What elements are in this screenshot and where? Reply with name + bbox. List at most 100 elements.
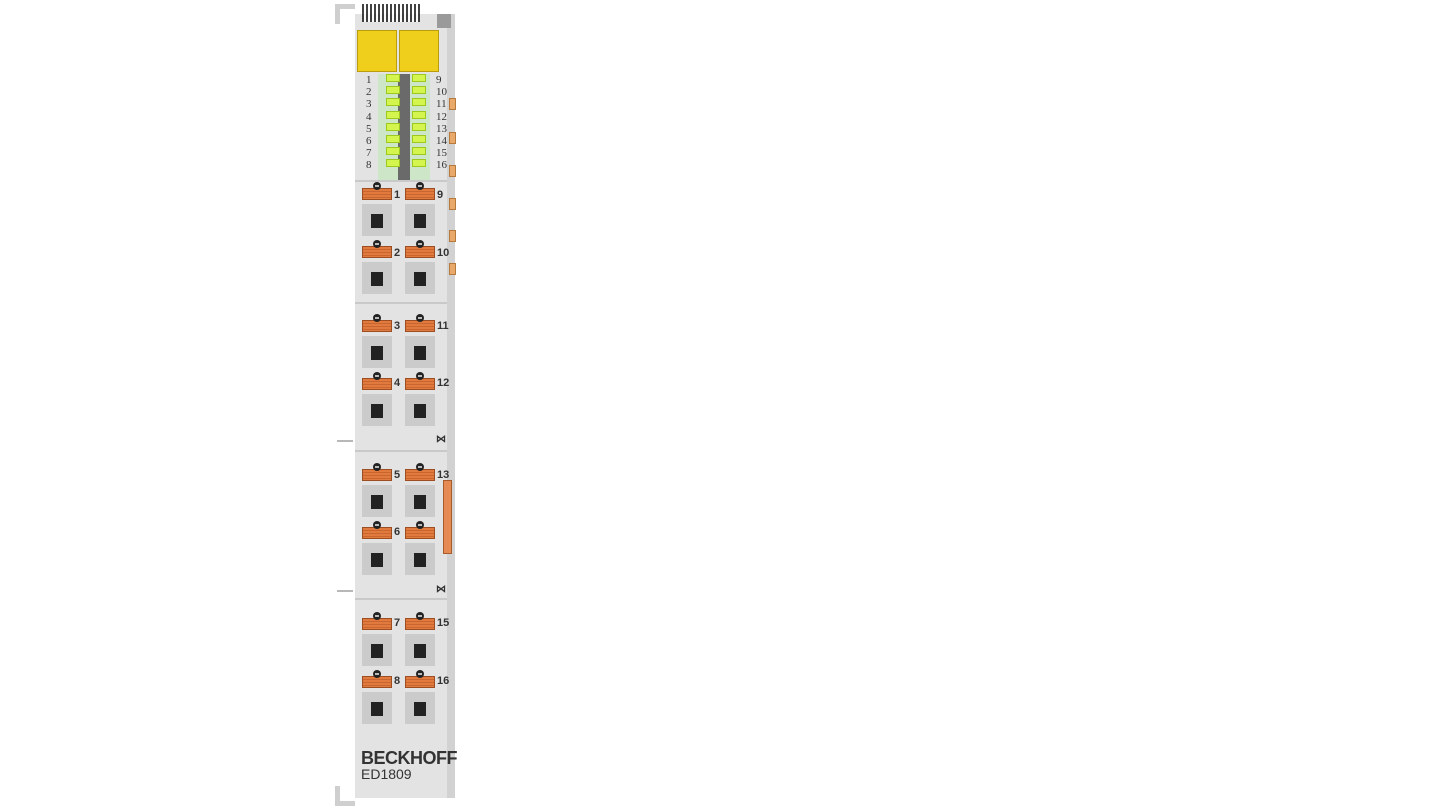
wire-socket[interactable]: [405, 543, 435, 575]
socket-hole: [414, 272, 426, 286]
led-2: [386, 86, 400, 95]
socket-hole: [371, 702, 383, 716]
spring-terminal-4[interactable]: [362, 372, 394, 428]
lever-hole-icon: [373, 670, 381, 678]
spring-terminal-14[interactable]: [405, 521, 437, 577]
wire-socket[interactable]: [362, 634, 392, 666]
power-contact: [449, 165, 456, 177]
led-label: 8: [366, 159, 372, 172]
wire-socket[interactable]: [362, 485, 392, 517]
spring-terminal-6[interactable]: [362, 521, 394, 577]
led-labels-right: 9 10 11 12 13 14 15 16: [436, 74, 447, 172]
pin-label: 2: [394, 247, 401, 259]
spring-terminal-5[interactable]: [362, 463, 394, 519]
socket-hole: [414, 404, 426, 418]
led-label: 12: [436, 110, 447, 123]
led-4: [386, 110, 400, 119]
lever-hole-icon: [373, 372, 381, 380]
socket-hole: [414, 495, 426, 509]
lever-hole-icon: [373, 521, 381, 529]
lever-hole-icon: [416, 314, 424, 322]
lever-hole-icon: [373, 463, 381, 471]
socket-hole: [371, 214, 383, 228]
led-8: [386, 159, 400, 168]
wire-socket[interactable]: [405, 634, 435, 666]
pin-label: 11: [437, 320, 449, 332]
spring-terminal-1[interactable]: [362, 182, 394, 238]
lever-hole-icon: [416, 240, 424, 248]
socket-hole: [414, 214, 426, 228]
led-10: [412, 86, 426, 95]
wire-socket[interactable]: [362, 692, 392, 724]
spring-terminal-7[interactable]: [362, 612, 394, 668]
led-9: [412, 74, 426, 82]
segment-divider: [355, 180, 447, 182]
spring-terminal-2[interactable]: [362, 240, 394, 296]
spring-terminal-12[interactable]: [405, 372, 437, 428]
wire-socket[interactable]: [405, 485, 435, 517]
brand-logo: BECKHOFF: [361, 748, 458, 768]
pin-label: 16: [437, 675, 450, 687]
housing-side: [447, 14, 455, 798]
pin-label: 9: [437, 189, 444, 201]
datamatrix-code: [362, 4, 420, 22]
spring-terminal-16[interactable]: [405, 670, 437, 726]
socket-hole: [371, 404, 383, 418]
power-contact: [449, 98, 456, 110]
socket-hole: [414, 346, 426, 360]
wire-socket[interactable]: [405, 336, 435, 368]
lever-hole-icon: [373, 314, 381, 322]
wire-socket[interactable]: [362, 394, 392, 426]
socket-hole: [414, 553, 426, 567]
wire-socket[interactable]: [362, 336, 392, 368]
socket-hole: [371, 346, 383, 360]
led-label: 2: [366, 86, 372, 99]
wire-socket[interactable]: [362, 204, 392, 236]
pin-label: 13: [437, 469, 450, 481]
orange-side-bar: [443, 480, 452, 554]
spring-terminal-11[interactable]: [405, 314, 437, 370]
wire-socket[interactable]: [405, 394, 435, 426]
coding-mark: ⋈: [436, 584, 446, 595]
lever-hole-icon: [416, 463, 424, 471]
led-label: 10: [436, 86, 447, 99]
led-6: [386, 134, 400, 143]
wire-socket[interactable]: [405, 692, 435, 724]
wire-socket[interactable]: [362, 262, 392, 294]
led-label: 11: [436, 98, 447, 111]
led-label: 4: [366, 110, 372, 123]
led-label: 9: [436, 74, 442, 86]
spring-terminal-13[interactable]: [405, 463, 437, 519]
pin-label: 1: [394, 189, 401, 201]
led-labels-left: 1 2 3 4 5 6 7 8: [366, 74, 372, 172]
spring-terminal-9[interactable]: [405, 182, 437, 238]
lever-hole-icon: [373, 182, 381, 190]
led-label: 16: [436, 159, 447, 172]
spring-terminal-10[interactable]: [405, 240, 437, 296]
spring-terminal-3[interactable]: [362, 314, 394, 370]
socket-hole: [371, 553, 383, 567]
pin-label: 15: [437, 617, 450, 629]
led-7: [386, 147, 400, 156]
led-column-right: [412, 74, 426, 172]
io-terminal-module: 1 2 3 4 5 6 7 8 9 10 11 12 13 14 15 16 ⋈…: [335, 0, 458, 810]
led-3: [386, 98, 400, 107]
wire-socket[interactable]: [405, 204, 435, 236]
segment-divider: [355, 302, 447, 304]
segment-divider: [355, 598, 447, 600]
bottom-latch: [335, 786, 355, 806]
spring-terminal-8[interactable]: [362, 670, 394, 726]
wire-socket[interactable]: [405, 262, 435, 294]
led-divider: [398, 74, 410, 180]
socket-hole: [414, 702, 426, 716]
model-number: ED1809: [361, 766, 412, 782]
top-latch: [335, 4, 355, 24]
power-contact: [449, 132, 456, 144]
lever-hole-icon: [373, 612, 381, 620]
pin-label: 7: [394, 617, 401, 629]
spring-terminal-15[interactable]: [405, 612, 437, 668]
pin-label: 4: [394, 377, 401, 389]
wire-socket[interactable]: [362, 543, 392, 575]
led-16: [412, 159, 426, 168]
led-label: 14: [436, 135, 447, 148]
